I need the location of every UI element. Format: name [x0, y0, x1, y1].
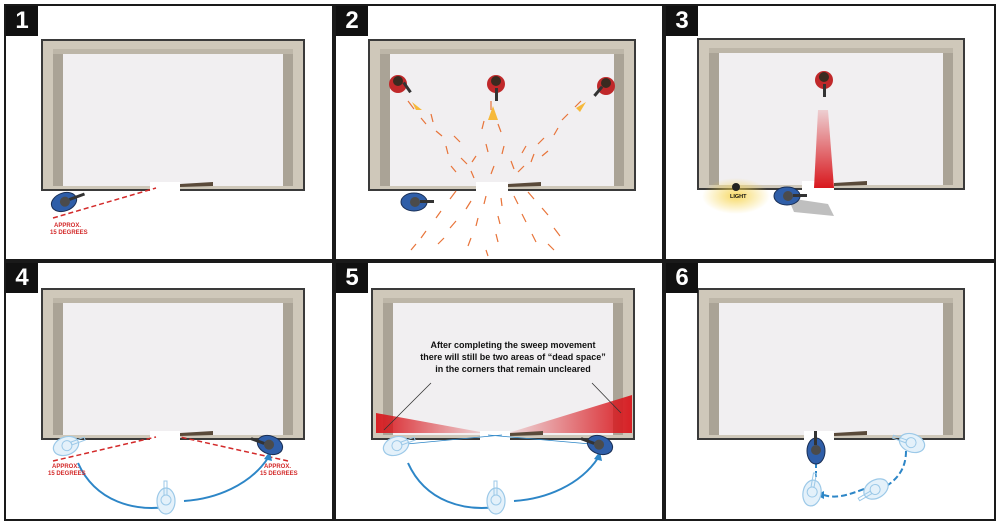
soldier-icon: [250, 434, 284, 456]
panel-number: 1: [6, 6, 38, 36]
dead-space-right: [508, 395, 632, 433]
enemy-icon: [487, 75, 505, 101]
panel-1-diagram: APPROX. 15 DEGREES: [41, 39, 305, 236]
room: [41, 288, 305, 441]
dead-space-left: [376, 413, 486, 433]
door: [180, 431, 213, 436]
panel-5-diagram: [371, 288, 635, 515]
panel-number: 4: [6, 263, 38, 293]
soldier-shadow: [788, 198, 834, 216]
enemy-icon: [593, 77, 615, 97]
light-label: LIGHT: [730, 194, 747, 200]
soldier-icon: [773, 186, 807, 206]
panel-2: 2: [334, 4, 664, 261]
panel-4-diagram: APPROX. 15 DEGREES APPROX. 15 DEGREES: [41, 288, 305, 515]
angle-label-1: APPROX.: [54, 223, 81, 229]
room: [368, 39, 636, 192]
light-icon: [732, 183, 740, 191]
muzzle-flash-icon: [412, 102, 586, 120]
dead-space-caption: After completing the sweep movement ther…: [398, 339, 628, 375]
door: [508, 182, 541, 187]
panel-3: 3 LIGHT: [664, 4, 996, 261]
danger-beam: [814, 110, 834, 188]
sweep-arrow-left: [407, 462, 497, 509]
pointer-line-left: [383, 382, 432, 431]
sight-line-right: [487, 434, 603, 446]
panel-6-diagram: [697, 288, 965, 507]
ghost-soldier-icon: [156, 480, 176, 515]
fire-spread: [407, 100, 582, 257]
panel-number: 6: [666, 263, 698, 293]
angle-label-left-2: 15 DEGREES: [48, 471, 86, 477]
angle-line: [52, 187, 157, 219]
caption-line-2: there will still be two areas of “dead s…: [420, 352, 606, 362]
sight-line-left: [395, 434, 503, 446]
panel-2-diagram: [368, 39, 636, 257]
pointer-line-right: [591, 382, 622, 414]
ghost-soldier-icon: [891, 432, 926, 454]
ghost-soldier-icon: [486, 480, 506, 515]
soldier-icon: [50, 191, 86, 213]
path-arrow-2: [823, 488, 865, 498]
panel-1: 1 APPROX. 15 DEGREES: [4, 4, 334, 261]
door: [834, 431, 867, 436]
light-glow: [702, 178, 770, 214]
soldier-icon: [400, 192, 434, 212]
sweep-arrow-right: [513, 457, 599, 502]
caption-line-3: in the corners that remain uncleared: [435, 364, 591, 374]
ghost-soldier-icon: [52, 435, 86, 457]
angle-label-right-1: APPROX.: [264, 464, 291, 470]
angle-label-2: 15 DEGREES: [50, 230, 88, 236]
panel-number: 3: [666, 6, 698, 36]
room: [41, 39, 305, 192]
caption-line-1: After completing the sweep movement: [430, 340, 596, 350]
panel-number: 5: [336, 263, 368, 293]
enemy-icon: [815, 71, 833, 97]
ghost-soldier-icon: [382, 435, 416, 457]
door: [834, 181, 867, 186]
panel-3-diagram: LIGHT: [697, 38, 965, 216]
angle-line-left: [52, 436, 157, 462]
path-arrow-1: [887, 450, 907, 486]
soldier-icon: [580, 434, 614, 456]
panel-number: 2: [336, 6, 368, 36]
ghost-soldier-icon: [802, 472, 822, 507]
panel-5: 5: [334, 261, 664, 521]
ghost-soldier-icon: [857, 478, 889, 502]
panel-4: 4 APPROX.: [4, 261, 334, 521]
soldier-icon: [806, 431, 826, 465]
enemy-icon: [389, 75, 412, 94]
door: [180, 182, 213, 187]
room: [697, 288, 965, 441]
door: [510, 431, 543, 436]
panel-6: 6: [664, 261, 996, 521]
sweep-arrow-right: [183, 457, 269, 502]
angle-label-left-1: APPROX.: [52, 464, 79, 470]
angle-label-right-2: 15 DEGREES: [260, 471, 298, 477]
sweep-arrow-left: [77, 462, 167, 509]
